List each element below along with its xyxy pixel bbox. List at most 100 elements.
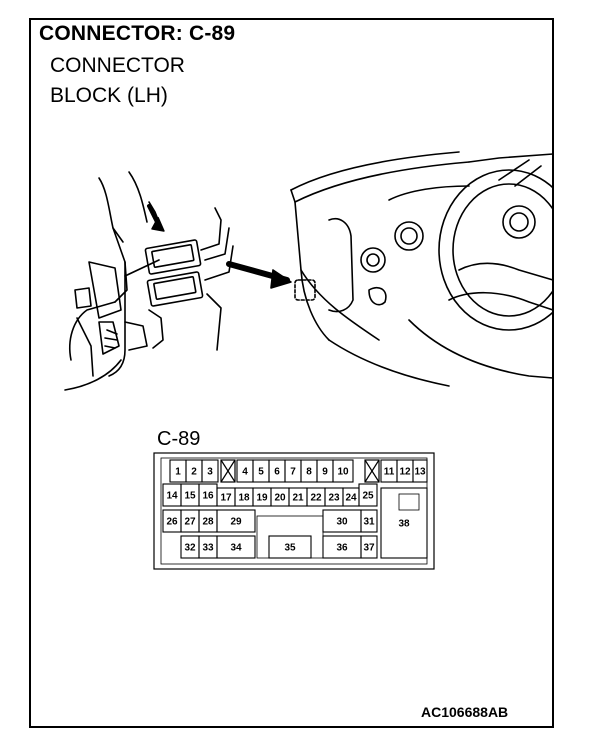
connector-label: C-89: [157, 428, 201, 450]
pin-number: 16: [202, 491, 214, 502]
pin-number: 38: [398, 519, 410, 530]
blank-cavity: [364, 459, 380, 483]
pin-37: 37: [360, 535, 378, 559]
pin-8: 8: [300, 459, 318, 483]
pin-16: 16: [198, 483, 218, 507]
diagram-frame: [29, 18, 554, 728]
pin-number: 8: [306, 467, 312, 478]
pin-number: 7: [290, 467, 296, 478]
pin-number: 26: [166, 517, 178, 528]
pin-number: 25: [362, 491, 374, 502]
pin-number: 15: [184, 491, 196, 502]
dashboard-drawing: [290, 151, 554, 387]
pin-20: 20: [270, 487, 290, 507]
pin-11: 11: [380, 459, 398, 483]
pin-number: 36: [336, 543, 348, 554]
pin-number: 35: [284, 543, 296, 554]
pin-cavity: [201, 459, 219, 483]
pin-34: 34: [216, 535, 256, 559]
pin-15: 15: [180, 483, 200, 507]
pin-number: 14: [166, 491, 178, 502]
pin-26: 26: [162, 509, 182, 533]
pin-cavity: [268, 535, 312, 559]
pin-number: 28: [202, 517, 214, 528]
pin-14: 14: [162, 483, 182, 507]
pin-cavity: [332, 459, 354, 483]
connector-detail-drawing: [64, 171, 234, 391]
pin-21: 21: [288, 487, 308, 507]
cavity-guide: [398, 493, 420, 511]
pin-cavity: [412, 459, 428, 483]
pin-31: 31: [360, 509, 378, 533]
pin-number: 22: [310, 493, 322, 504]
pin-number: 2: [191, 467, 197, 478]
blank-cavity: [220, 459, 236, 483]
location-arrow: [226, 261, 292, 289]
pin-22: 22: [306, 487, 326, 507]
pin-number: 33: [202, 543, 214, 554]
subtitle-line-2: BLOCK (LH): [50, 84, 168, 107]
pin-number: 12: [399, 467, 411, 478]
pin-35: 35: [268, 535, 312, 559]
pin-13: 13: [412, 459, 428, 483]
pin-cavity: [360, 535, 378, 559]
pin-number: 6: [274, 467, 280, 478]
pin-10: 10: [332, 459, 354, 483]
pin-19: 19: [252, 487, 272, 507]
pin-33: 33: [198, 535, 218, 559]
pin-24: 24: [342, 487, 360, 507]
figure-code: AC106688AB: [421, 704, 509, 720]
pin-number: 4: [242, 467, 248, 478]
pin-18: 18: [234, 487, 254, 507]
pin-4: 4: [236, 459, 254, 483]
pin-number: 32: [184, 543, 196, 554]
pin-cavity: [216, 535, 256, 559]
pin-cavity: [358, 483, 378, 507]
pin-number: 20: [274, 493, 286, 504]
pin-cavity: [216, 509, 256, 533]
connector-location-illustration: [64, 151, 554, 391]
pin-17: 17: [216, 487, 236, 507]
pin-number: 17: [220, 493, 232, 504]
pin-number: 9: [322, 467, 328, 478]
pin-number: 19: [256, 493, 268, 504]
connector-outline: [153, 452, 435, 570]
pin-7: 7: [284, 459, 302, 483]
pin-9: 9: [316, 459, 334, 483]
pin-12: 12: [396, 459, 414, 483]
pin-28: 28: [198, 509, 218, 533]
pin-number: 30: [336, 517, 348, 528]
pin-3: 3: [201, 459, 219, 483]
pin-number: 31: [363, 517, 375, 528]
pin-5: 5: [252, 459, 270, 483]
pin-36: 36: [322, 535, 362, 559]
pin-32: 32: [180, 535, 200, 559]
pin-38: 38: [380, 487, 428, 559]
pin-number: 13: [414, 467, 426, 478]
pin-29: 29: [216, 509, 256, 533]
pin-number: 1: [175, 467, 181, 478]
pin-number: 11: [384, 467, 395, 478]
pin-number: 3: [207, 467, 213, 478]
pin-number: 10: [337, 467, 349, 478]
pin-number: 23: [328, 493, 340, 504]
pin-25: 25: [358, 483, 378, 507]
pin-30: 30: [322, 509, 362, 533]
pin-27: 27: [180, 509, 200, 533]
pin-cavity: [360, 509, 378, 533]
subtitle-line-1: CONNECTOR: [50, 54, 185, 77]
pin-number: 24: [345, 493, 357, 504]
pin-1: 1: [169, 459, 187, 483]
pin-cavity: [380, 487, 428, 559]
pin-number: 27: [184, 517, 196, 528]
pin-number: 21: [292, 493, 304, 504]
pin-2: 2: [185, 459, 203, 483]
pin-number: 34: [230, 543, 242, 554]
pin-number: 37: [363, 543, 375, 554]
pin-6: 6: [268, 459, 286, 483]
pin-number: 29: [230, 517, 242, 528]
pin-23: 23: [324, 487, 344, 507]
pin-number: 5: [258, 467, 264, 478]
page-title: CONNECTOR: C-89: [39, 22, 236, 45]
